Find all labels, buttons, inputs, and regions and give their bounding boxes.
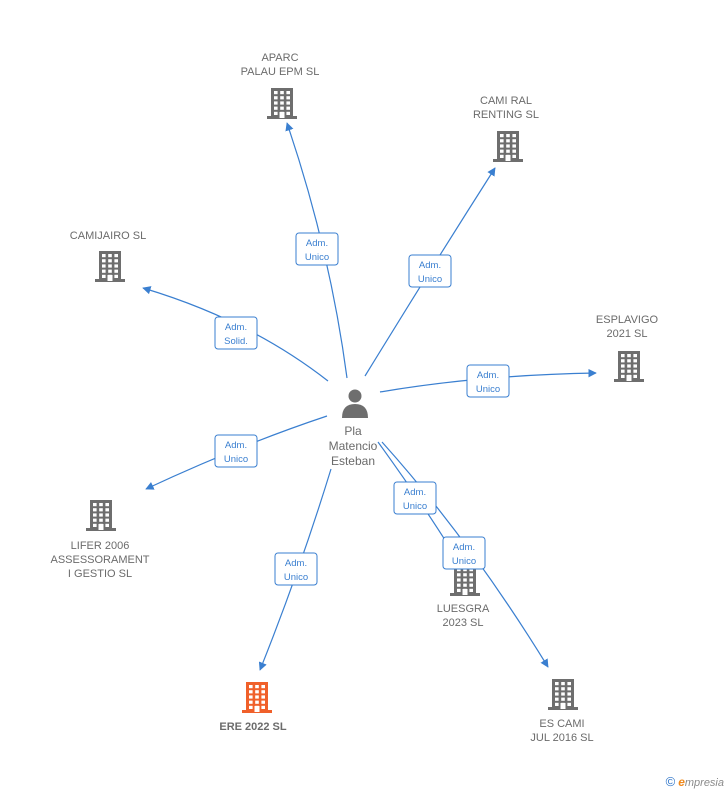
role-text: Unico	[284, 572, 308, 583]
role-text: Unico	[305, 252, 329, 263]
role-badge-lifer[interactable]: Adm. Unico	[214, 434, 258, 468]
role-badge-camijairo[interactable]: Adm. Solid.	[214, 316, 258, 350]
role-text: Adm.	[419, 260, 441, 271]
role-text: Unico	[224, 454, 248, 465]
company-label-aparc: PALAU EPM SL	[241, 66, 320, 78]
role-text: Adm.	[477, 370, 499, 381]
building-icon-camiral[interactable]	[493, 131, 523, 162]
copyright-icon: ©	[665, 774, 676, 789]
company-label-camiral: CAMI RAL	[480, 95, 532, 107]
building-icon-esplavigo[interactable]	[614, 351, 644, 382]
brand-logo: ©empresia	[665, 774, 724, 789]
company-label-camiral: RENTING SL	[473, 109, 539, 121]
company-label-lifer: I GESTIO SL	[68, 568, 132, 580]
role-text: Adm.	[225, 440, 247, 451]
role-badge-camiral[interactable]: Adm. Unico	[408, 254, 452, 288]
company-label-lifer: ASSESSORAMENT	[50, 554, 149, 566]
role-text: Solid.	[224, 336, 248, 347]
building-icon-luesgra[interactable]	[450, 565, 480, 596]
building-icon-lifer[interactable]	[86, 500, 116, 531]
person-icon[interactable]	[342, 389, 368, 419]
building-icon-camijairo[interactable]	[95, 251, 125, 282]
role-badge-luesgra[interactable]: Adm. Unico	[393, 481, 437, 515]
role-text: Adm.	[453, 542, 475, 553]
role-text: Unico	[403, 501, 427, 512]
company-label-lifer: LIFER 2006	[71, 540, 130, 552]
role-badge-esplavigo[interactable]: Adm. Unico	[466, 364, 510, 398]
company-label-luesgra: 2023 SL	[443, 617, 484, 629]
person-label: Pla	[344, 424, 362, 438]
company-label-luesgra: LUESGRA	[437, 603, 490, 615]
role-text: Adm.	[306, 238, 328, 249]
role-badge-escami[interactable]: Adm. Unico	[442, 536, 486, 570]
role-text: Unico	[418, 274, 442, 285]
person-label: Matencio	[329, 439, 378, 453]
building-icon-ere[interactable]	[242, 682, 272, 713]
building-icon-aparc[interactable]	[267, 88, 297, 119]
company-label-aparc: APARC	[261, 52, 298, 64]
role-badge-ere[interactable]: Adm. Unico	[274, 552, 318, 586]
role-text: Unico	[476, 384, 500, 395]
company-label-escami: ES CAMI	[539, 718, 584, 730]
company-label-ere: ERE 2022 SL	[219, 721, 287, 733]
role-badge-aparc[interactable]: Adm. Unico	[295, 232, 339, 266]
role-text: Adm.	[285, 558, 307, 569]
company-label-camijairo: CAMIJAIRO SL	[70, 230, 146, 242]
person-label: Esteban	[331, 454, 375, 468]
role-text: Adm.	[225, 322, 247, 333]
role-text: Unico	[452, 556, 476, 567]
company-label-escami: JUL 2016 SL	[530, 732, 593, 744]
role-text: Adm.	[404, 487, 426, 498]
company-label-esplavigo: ESPLAVIGO	[596, 314, 659, 326]
building-icon-escami[interactable]	[548, 679, 578, 710]
company-label-esplavigo: 2021 SL	[607, 328, 648, 340]
